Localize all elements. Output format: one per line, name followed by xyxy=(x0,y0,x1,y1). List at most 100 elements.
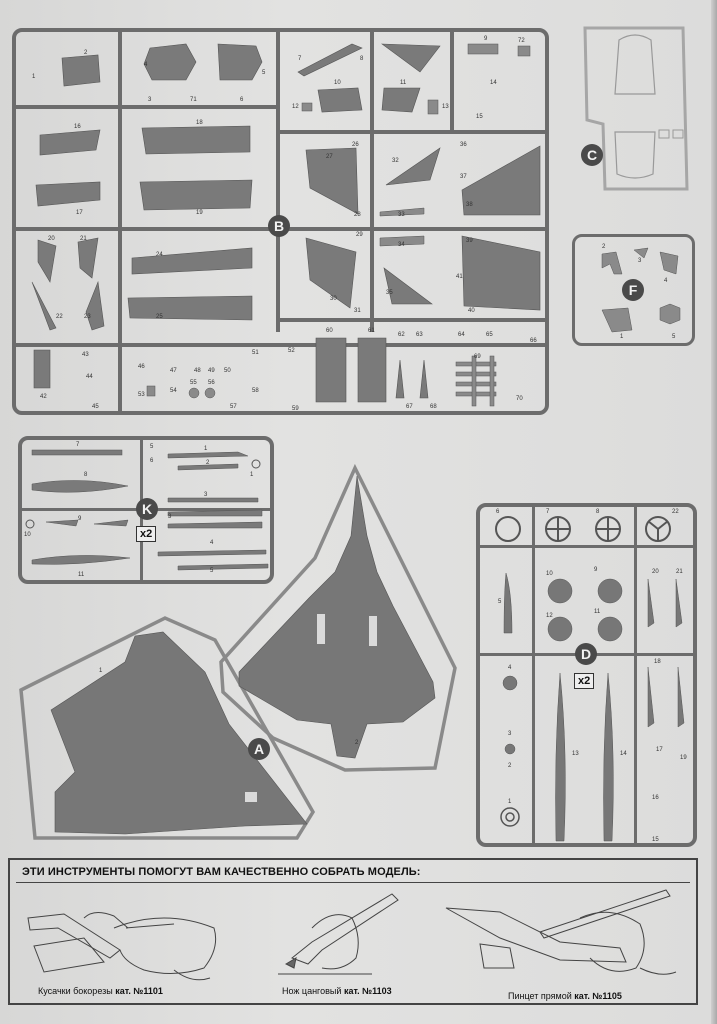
svg-text:2: 2 xyxy=(206,460,210,466)
sprue-k-label: K xyxy=(136,498,158,520)
sprue-d-quantity: x2 xyxy=(574,673,595,689)
svg-text:5: 5 xyxy=(262,70,266,76)
svg-text:3: 3 xyxy=(508,731,512,737)
sprue-d-gate xyxy=(634,505,637,845)
svg-text:12: 12 xyxy=(546,613,553,619)
svg-text:69: 69 xyxy=(474,354,481,360)
tool-item-side-cutters: Кусачки бокорезы кат. №1101 xyxy=(38,986,163,996)
svg-text:33: 33 xyxy=(398,212,405,218)
svg-text:1: 1 xyxy=(250,472,254,478)
svg-text:5: 5 xyxy=(672,334,676,340)
svg-text:21: 21 xyxy=(80,236,87,242)
svg-text:25: 25 xyxy=(156,314,163,320)
svg-text:26: 26 xyxy=(352,142,359,148)
svg-text:51: 51 xyxy=(252,350,259,356)
svg-text:18: 18 xyxy=(196,120,203,126)
tool-name: Пинцет прямой xyxy=(508,991,572,1001)
svg-text:46: 46 xyxy=(138,364,145,370)
svg-text:40: 40 xyxy=(468,308,475,314)
tool-catalog-number: кат. №1105 xyxy=(574,991,622,1001)
svg-text:50: 50 xyxy=(224,368,231,374)
svg-text:2: 2 xyxy=(602,244,606,250)
svg-text:48: 48 xyxy=(194,368,201,374)
svg-text:57: 57 xyxy=(230,404,237,410)
svg-text:32: 32 xyxy=(392,158,399,164)
svg-text:28: 28 xyxy=(354,212,361,218)
svg-text:1: 1 xyxy=(204,446,208,452)
svg-text:16: 16 xyxy=(652,795,659,801)
page-edge xyxy=(711,0,717,1024)
sprue-c-frame xyxy=(583,26,689,191)
svg-text:31: 31 xyxy=(354,308,361,314)
svg-text:11: 11 xyxy=(400,80,407,86)
sprue-d-label: D xyxy=(575,643,597,665)
svg-text:19: 19 xyxy=(680,755,687,761)
sprue-b-gate xyxy=(14,105,276,109)
svg-text:4: 4 xyxy=(144,62,148,68)
sprue-a-label: A xyxy=(248,738,270,760)
svg-text:5: 5 xyxy=(498,599,502,605)
svg-text:24: 24 xyxy=(156,252,163,258)
sprue-b-gate xyxy=(276,32,280,332)
svg-text:15: 15 xyxy=(652,837,659,843)
tool-catalog-number: кат. №1101 xyxy=(115,986,163,996)
svg-text:9: 9 xyxy=(78,516,82,522)
svg-text:41: 41 xyxy=(456,274,463,280)
svg-text:60: 60 xyxy=(326,328,333,334)
svg-text:14: 14 xyxy=(490,80,497,86)
svg-text:72: 72 xyxy=(518,38,525,44)
svg-text:10: 10 xyxy=(24,532,31,538)
svg-text:21: 21 xyxy=(676,569,683,575)
svg-text:4: 4 xyxy=(508,665,512,671)
sprue-d-gate xyxy=(478,545,696,548)
svg-text:45: 45 xyxy=(92,404,99,410)
side-cutters-illustration xyxy=(27,912,217,981)
svg-text:42: 42 xyxy=(40,394,47,400)
svg-text:14: 14 xyxy=(620,751,627,757)
svg-text:37: 37 xyxy=(460,174,467,180)
sprue-c-label: C xyxy=(581,144,603,166)
svg-text:17: 17 xyxy=(656,747,663,753)
sprue-b-frame xyxy=(12,28,549,415)
svg-text:52: 52 xyxy=(288,348,295,354)
tool-item-hobby-knife: Нож цанговый кат. №1103 xyxy=(282,986,392,996)
svg-text:4: 4 xyxy=(210,540,214,546)
svg-text:1: 1 xyxy=(620,334,624,340)
svg-text:11: 11 xyxy=(594,609,601,615)
svg-text:7: 7 xyxy=(546,509,550,515)
svg-text:22: 22 xyxy=(672,509,679,515)
svg-text:27: 27 xyxy=(326,154,333,160)
svg-text:12: 12 xyxy=(292,104,299,110)
sprue-f-label: F xyxy=(622,279,644,301)
svg-text:63: 63 xyxy=(416,332,423,338)
svg-text:8: 8 xyxy=(360,56,364,62)
svg-text:34: 34 xyxy=(398,242,405,248)
svg-text:10: 10 xyxy=(334,80,341,86)
svg-text:29: 29 xyxy=(356,232,363,238)
svg-text:3: 3 xyxy=(204,492,208,498)
svg-text:35: 35 xyxy=(386,290,393,296)
svg-text:47: 47 xyxy=(170,368,177,374)
sprue-k-frame xyxy=(18,436,274,584)
svg-text:7: 7 xyxy=(298,56,302,62)
svg-text:64: 64 xyxy=(458,332,465,338)
svg-text:56: 56 xyxy=(208,380,215,386)
svg-text:39: 39 xyxy=(466,238,473,244)
svg-text:8: 8 xyxy=(84,472,88,478)
svg-text:30: 30 xyxy=(330,296,337,302)
sprue-b-gate xyxy=(370,32,374,332)
svg-text:2: 2 xyxy=(84,50,88,56)
svg-text:4: 4 xyxy=(664,278,668,284)
svg-text:13: 13 xyxy=(442,104,449,110)
sprue-b-gate xyxy=(14,343,548,347)
svg-text:6: 6 xyxy=(240,97,244,103)
svg-text:18: 18 xyxy=(654,659,661,665)
svg-text:53: 53 xyxy=(138,392,145,398)
svg-text:67: 67 xyxy=(406,404,413,410)
tweezers-illustration xyxy=(445,889,677,975)
sprue-b-gate xyxy=(450,32,454,130)
svg-text:7: 7 xyxy=(76,442,80,448)
